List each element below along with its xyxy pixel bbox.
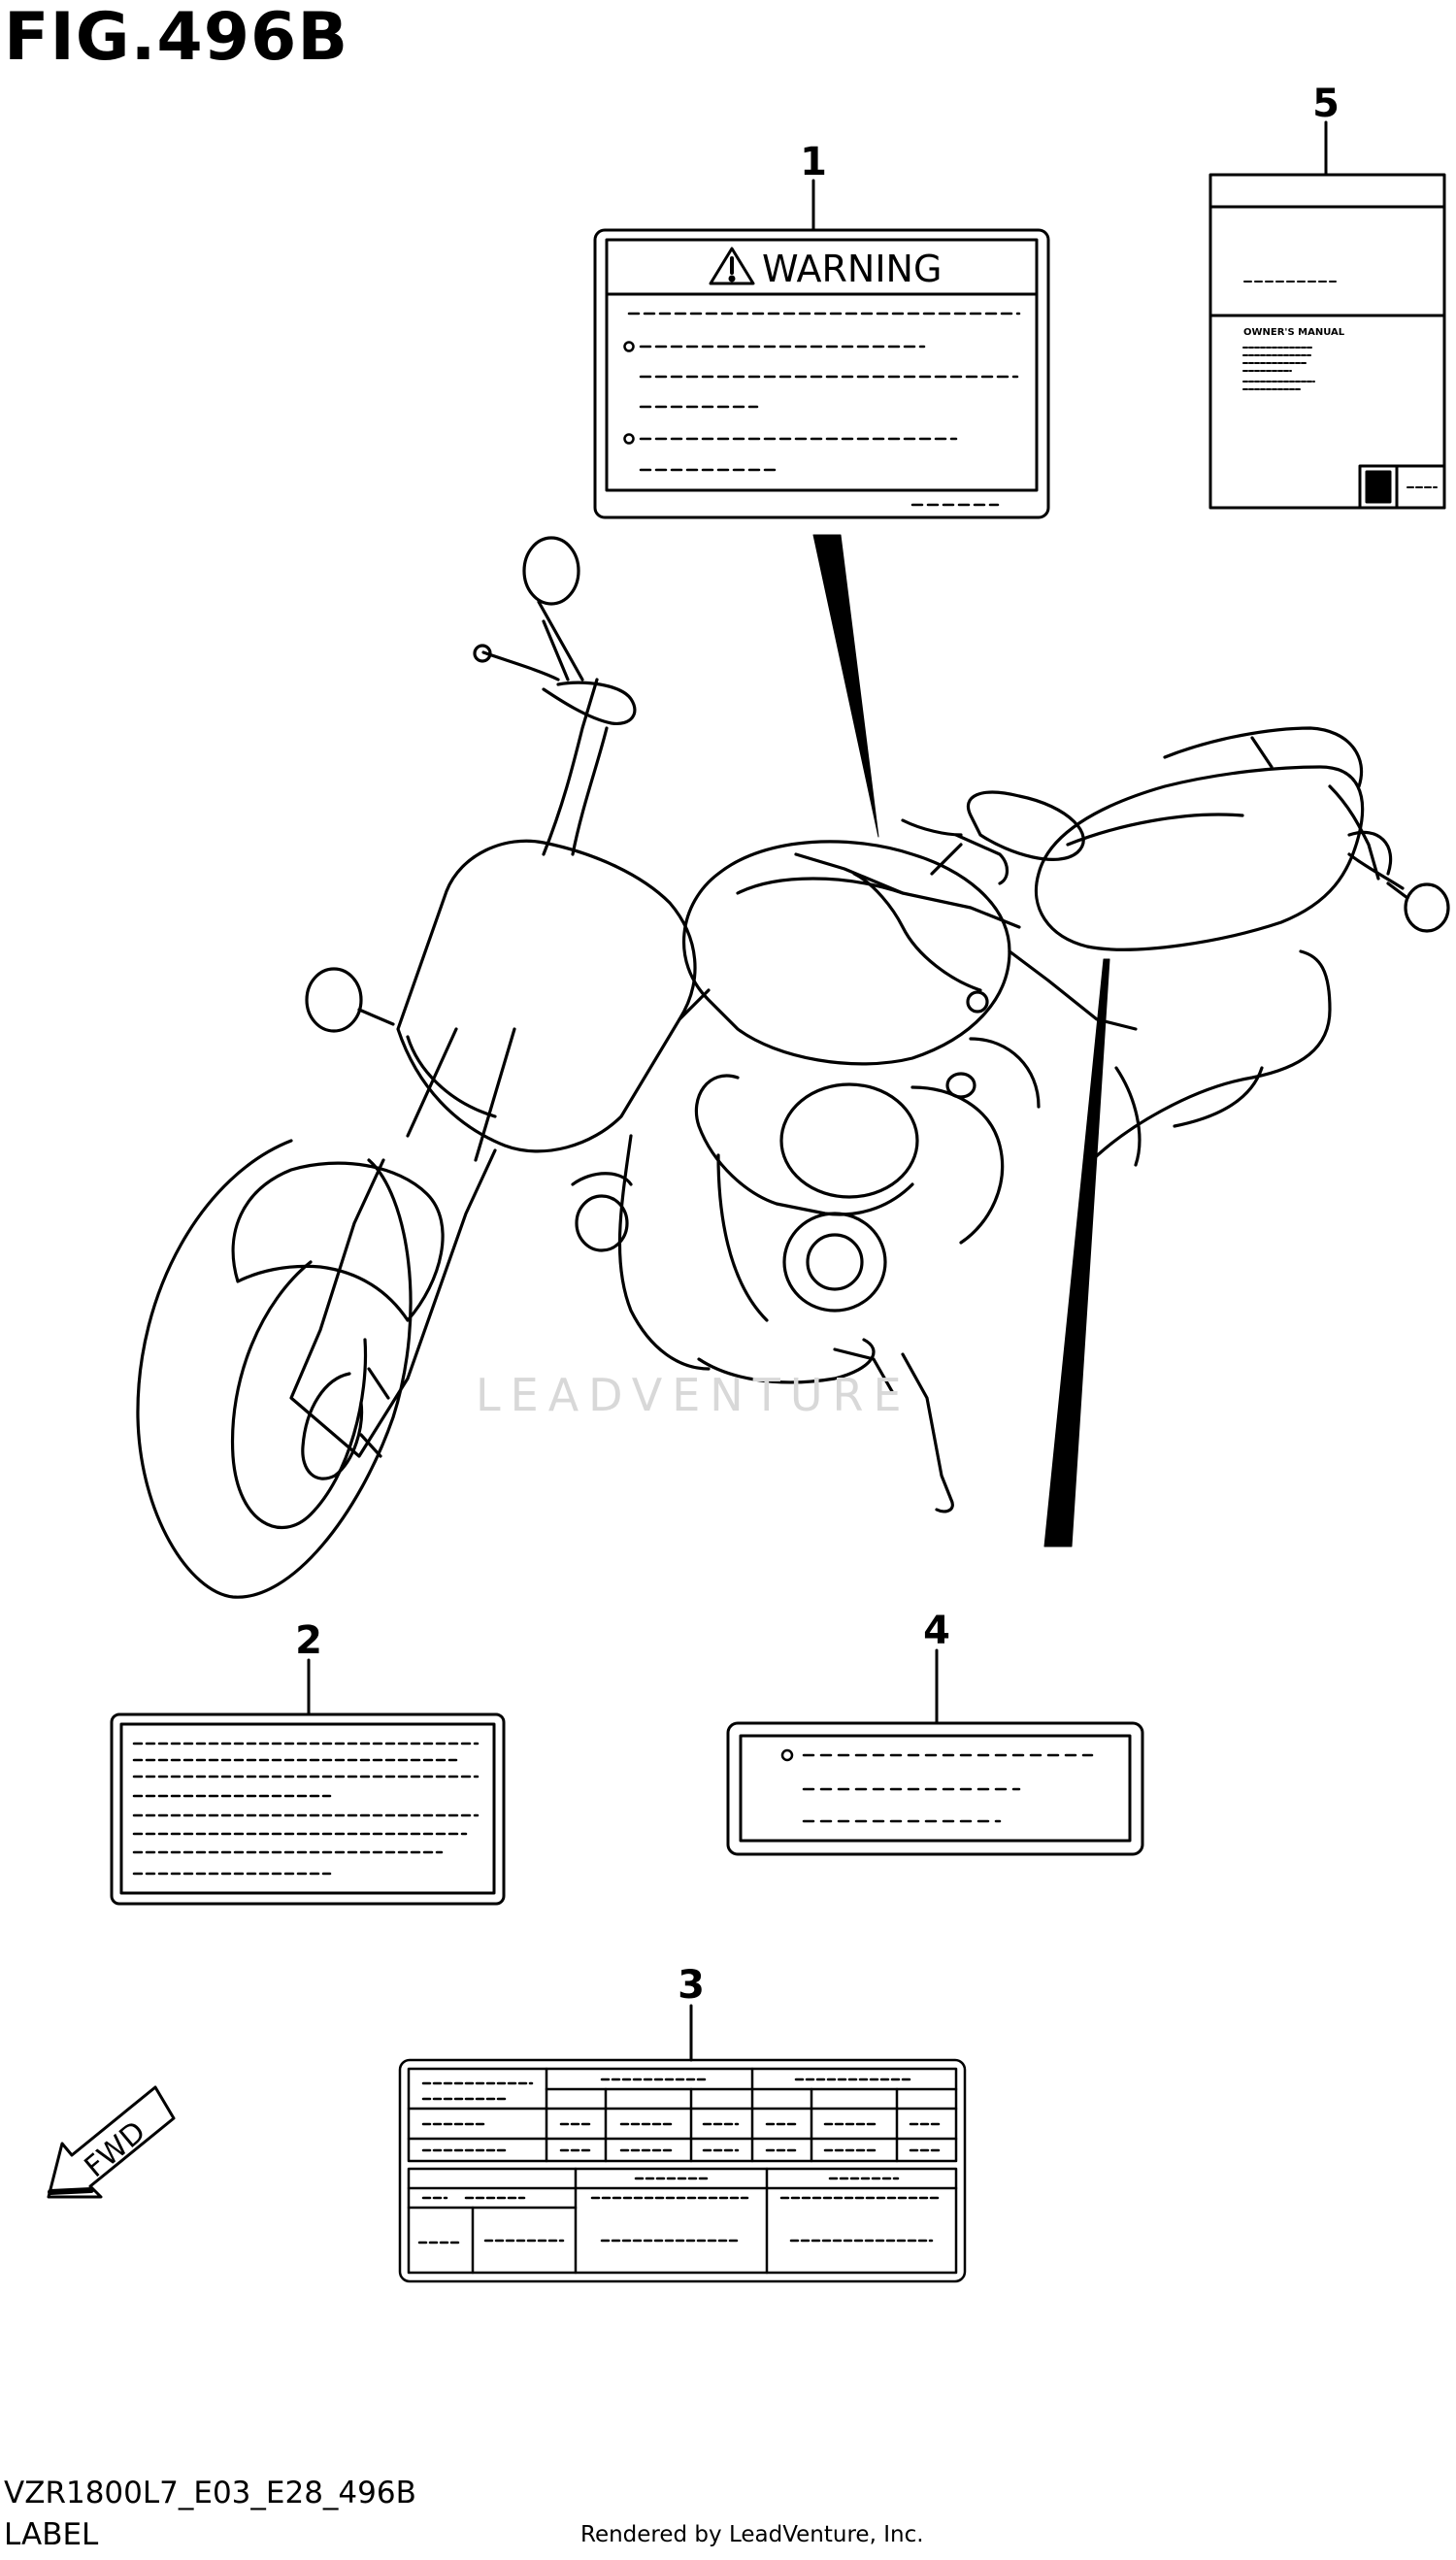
pointer-wedge-4 <box>1043 958 1110 1547</box>
label-4 <box>726 1721 1144 1856</box>
watermark: LEADVENTURE <box>476 1369 911 1421</box>
owners-manual: OWNER'S MANUAL <box>1208 173 1446 510</box>
motorcycle-illustration <box>136 536 1450 1599</box>
callout-number-5: 5 <box>1312 82 1340 126</box>
callout-number-2: 2 <box>295 1618 322 1663</box>
brand-logo-icon <box>1365 470 1392 504</box>
diagram-subtitle-text: LABEL <box>4 2517 99 2552</box>
warning-heading: WARNING <box>762 248 942 290</box>
callout-number-4: 4 <box>923 1609 950 1653</box>
pointer-wedge-1 <box>812 534 879 838</box>
manual-title: OWNER'S MANUAL <box>1243 327 1345 338</box>
figure-title: FIG.496B <box>4 0 349 76</box>
callout-number-3: 3 <box>678 1963 705 2008</box>
rendered-by: Rendered by LeadVenture, Inc. <box>580 2522 924 2547</box>
warning-label: WARNING <box>593 228 1050 519</box>
diagram-code: VZR1800L7_E03_E28_496B <box>4 2476 416 2510</box>
callout-number-1: 1 <box>800 140 827 184</box>
label-2 <box>110 1712 506 1906</box>
label-3 <box>398 2058 967 2283</box>
fwd-arrow-icon: FWD <box>47 2085 176 2199</box>
warning-triangle-icon <box>709 247 755 285</box>
